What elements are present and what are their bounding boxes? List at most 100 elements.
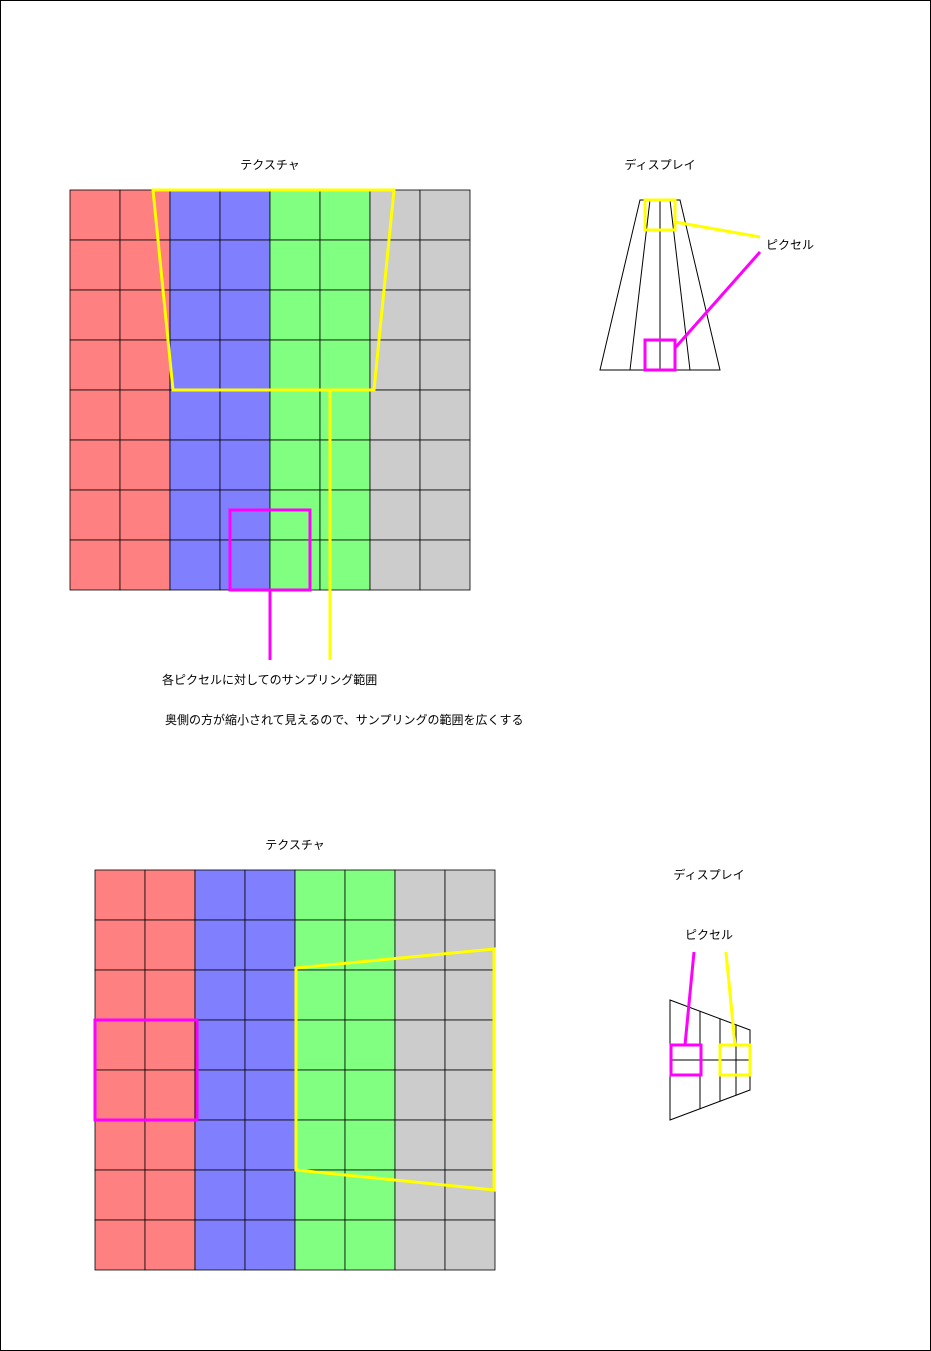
texture-cell <box>94 1169 146 1221</box>
texture-cell <box>144 1219 196 1271</box>
texture-cell <box>294 919 346 971</box>
texture-cell <box>444 869 496 921</box>
texture-cell <box>94 969 146 1021</box>
top-pixel-leader-yellow <box>674 220 761 239</box>
texture-cell <box>219 239 271 291</box>
texture-cell <box>194 1119 246 1171</box>
texture-cell <box>144 1019 196 1071</box>
top-display-far-pixel <box>643 198 677 232</box>
bottom-pixel-label: ピクセル <box>685 928 733 942</box>
texture-cell <box>169 439 221 491</box>
texture-cell <box>344 1119 396 1171</box>
texture-cell <box>269 239 321 291</box>
texture-cell <box>394 1019 446 1071</box>
texture-cell <box>369 239 421 291</box>
texture-cell <box>119 289 171 341</box>
texture-cell <box>369 489 421 541</box>
texture-cell <box>269 439 321 491</box>
top-pixel-label: ピクセル <box>766 238 814 252</box>
bottom-diagram: テクスチャ ディスプレイ ピクセル <box>93 838 752 1271</box>
texture-cell <box>219 339 271 391</box>
texture-cell <box>69 239 121 291</box>
texture-cell <box>69 339 121 391</box>
texture-cell <box>244 1069 296 1121</box>
texture-cell <box>219 439 271 491</box>
texture-cell <box>194 1169 246 1221</box>
texture-cell <box>144 1119 196 1171</box>
texture-cell <box>319 239 371 291</box>
texture-cell <box>244 919 296 971</box>
texture-cell <box>394 869 446 921</box>
texture-cell <box>319 389 371 441</box>
texture-cell <box>319 489 371 541</box>
texture-cell <box>119 489 171 541</box>
texture-cell <box>294 1169 346 1221</box>
bottom-pixel-leader-yellow <box>724 951 737 1046</box>
texture-cell <box>369 289 421 341</box>
caption-sampling: 各ピクセルに対してのサンプリング範囲 <box>162 672 377 687</box>
texture-cell <box>369 389 421 441</box>
texture-cell <box>69 289 121 341</box>
texture-cell <box>344 1069 396 1121</box>
top-texture-label: テクスチャ <box>240 158 300 172</box>
texture-cell <box>394 1169 446 1221</box>
bottom-near-sampling-area <box>93 1018 199 1122</box>
texture-cell <box>444 919 496 971</box>
texture-cell <box>294 1119 346 1171</box>
texture-cell <box>244 1119 296 1171</box>
texture-cell <box>169 489 221 541</box>
texture-cell <box>419 339 471 391</box>
texture-cell <box>319 439 371 491</box>
texture-cell <box>419 439 471 491</box>
texture-cell <box>294 869 346 921</box>
texture-cell <box>244 1219 296 1271</box>
caption-explain: 奥側の方が縮小されて見えるので、サンプリングの範囲を広くする <box>165 712 523 727</box>
texture-cell <box>269 189 321 241</box>
bottom-pixel-leader-magenta <box>683 951 696 1046</box>
texture-cell <box>94 1069 146 1121</box>
texture-cell <box>119 189 171 241</box>
texture-cell <box>144 869 196 921</box>
top-display-near-pixel <box>643 338 677 372</box>
texture-cell <box>144 1069 196 1121</box>
texture-cell <box>244 869 296 921</box>
texture-cell <box>344 969 396 1021</box>
texture-cell <box>219 539 271 591</box>
top-diagram: テクスチャ 各ピクセルに対してのサンプリング範囲 奥側の方が縮小されて見えるので… <box>69 157 814 727</box>
texture-cell <box>194 1069 246 1121</box>
bottom-display-outline <box>669 999 751 1121</box>
texture-cell <box>194 869 246 921</box>
texture-cell <box>219 289 271 341</box>
texture-cell <box>444 1019 496 1071</box>
top-display-label: ディスプレイ <box>624 157 695 172</box>
top-display-divider <box>669 199 691 371</box>
texture-cell <box>269 289 321 341</box>
texture-cell <box>419 489 471 541</box>
texture-cell <box>369 189 421 241</box>
texture-cell <box>169 389 221 441</box>
texture-cell <box>69 439 121 491</box>
texture-cell <box>419 289 471 341</box>
texture-cell <box>169 189 221 241</box>
texture-cell <box>344 869 396 921</box>
texture-cell <box>219 189 271 241</box>
texture-cell <box>369 439 421 491</box>
texture-cell <box>169 289 221 341</box>
bottom-texture-label: テクスチャ <box>265 838 325 852</box>
texture-cell <box>144 969 196 1021</box>
bottom-far-sampling-area <box>294 947 496 1192</box>
texture-cell <box>219 489 271 541</box>
texture-cell <box>419 389 471 441</box>
texture-cell <box>169 539 221 591</box>
texture-cell <box>294 1219 346 1271</box>
texture-cell <box>294 1019 346 1071</box>
texture-cell <box>69 389 121 441</box>
texture-cell <box>94 1019 146 1071</box>
texture-cell <box>394 1069 446 1121</box>
top-far-sampling-area <box>151 188 396 392</box>
texture-cell <box>194 969 246 1021</box>
texture-cell <box>194 919 246 971</box>
texture-cell <box>444 1219 496 1271</box>
texture-cell <box>444 1169 496 1221</box>
